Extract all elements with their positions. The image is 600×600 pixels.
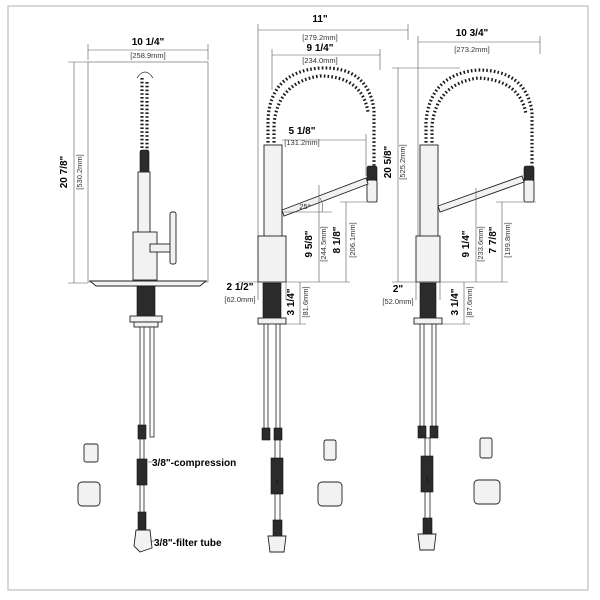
side1-base-in: 2 1/2" bbox=[227, 282, 254, 293]
side1-reach-in: 9 5/8" bbox=[304, 230, 315, 257]
side2-base-in: 2" bbox=[393, 284, 404, 295]
side2-base-mm: [52.0mm] bbox=[382, 297, 413, 306]
front-height-in: 20 7/8" bbox=[59, 155, 70, 188]
flow-arrow-icon: ↑ bbox=[275, 477, 279, 486]
front-height-mm: [530.2mm] bbox=[75, 154, 84, 189]
side1-spout-mm: [131.2mm] bbox=[284, 138, 319, 147]
side1-reach-mm: [244.5mm] bbox=[319, 226, 328, 261]
side1-shank-mm: [81.6mm] bbox=[301, 286, 310, 317]
filter-tube-label: 3/8"-filter tube bbox=[154, 538, 222, 549]
side1-base-mm: [62.0mm] bbox=[224, 295, 255, 304]
side2-spray-in: 7 7/8" bbox=[488, 226, 499, 253]
outer-frame bbox=[7, 5, 589, 591]
side1-width-mm: [279.2mm] bbox=[302, 33, 337, 42]
side-view-2: 10 3/4" [273.2mm] 20 5/8" [525.2mm] 9 1/… bbox=[382, 28, 541, 551]
side1-coil-in: 9 1/4" bbox=[307, 43, 334, 54]
side2-reach-mm: [233.6mm] bbox=[476, 226, 485, 261]
side-view-1: 11" [279.2mm] 9 1/4" [234.0mm] 5 1/8" [1… bbox=[224, 14, 409, 553]
side1-spray-mm: [206.1mm] bbox=[348, 222, 357, 257]
side1-spout-in: 5 1/8" bbox=[289, 126, 316, 137]
side2-spray-mm: [199.8mm] bbox=[503, 222, 512, 257]
side1-angle: 25° bbox=[299, 202, 310, 211]
side2-height-in: 20 5/8" bbox=[383, 145, 394, 178]
front-view: 10 1/4" [258.9mm] 20 7/8" [530.2mm] bbox=[59, 37, 236, 553]
side2-width-mm: [273.2mm] bbox=[454, 45, 489, 54]
flow-arrow-icon-2: ↑ bbox=[425, 475, 429, 484]
compression-label: 3/8"-compression bbox=[152, 458, 236, 469]
side2-reach-in: 9 1/4" bbox=[461, 230, 472, 257]
side2-height-mm: [525.2mm] bbox=[398, 144, 407, 179]
side1-spray-in: 8 1/8" bbox=[332, 226, 343, 253]
front-width-mm: [258.9mm] bbox=[130, 51, 165, 60]
side1-width-in: 11" bbox=[312, 14, 328, 25]
side2-width-in: 10 3/4" bbox=[456, 28, 489, 39]
side2-shank-mm: [87.6mm] bbox=[465, 286, 474, 317]
side1-coil-mm: [234.0mm] bbox=[302, 56, 337, 65]
side1-shank-in: 3 1/4" bbox=[286, 288, 297, 315]
front-width-in: 10 1/4" bbox=[132, 37, 165, 48]
side2-shank-in: 3 1/4" bbox=[450, 288, 461, 315]
